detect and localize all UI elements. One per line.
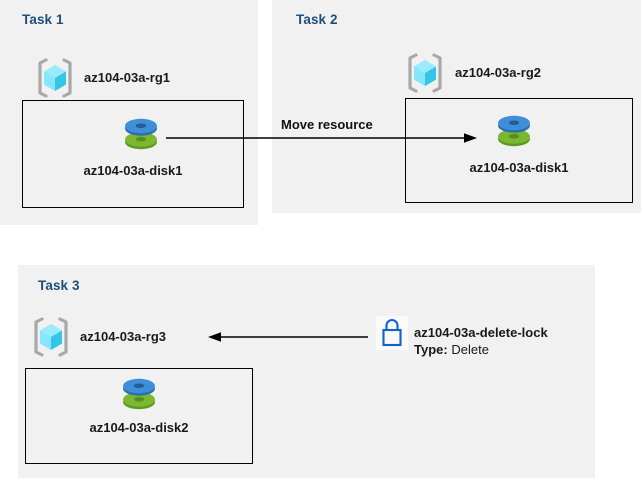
task-3-panel xyxy=(18,265,595,478)
lock-type: Type: Delete xyxy=(414,342,489,357)
move-resource-label: Move resource xyxy=(281,117,373,132)
lock-applies-to-arrow xyxy=(208,329,368,345)
task-1-panel xyxy=(0,0,258,225)
resource-group-icon xyxy=(32,316,70,358)
padlock-icon xyxy=(376,316,408,350)
move-resource-arrow xyxy=(166,130,478,146)
lock-type-value: Delete xyxy=(451,342,489,357)
task-3-resource-box xyxy=(25,368,253,464)
resource-group-icon xyxy=(36,57,74,99)
task-2-resource-name: az104-03a-disk1 xyxy=(469,160,569,175)
managed-disk-icon xyxy=(122,113,160,155)
managed-disk-icon xyxy=(120,373,158,415)
task-2-label: Task 2 xyxy=(296,12,338,27)
managed-disk-icon xyxy=(495,110,533,152)
task-2-resource-box xyxy=(405,98,633,203)
lock-type-label: Type: xyxy=(414,342,448,357)
task-3-resource-name: az104-03a-disk2 xyxy=(89,420,189,435)
task-2-resource-group-name: az104-03a-rg2 xyxy=(455,65,541,80)
task-1-resource-box xyxy=(22,100,244,208)
lock-name: az104-03a-delete-lock xyxy=(414,325,548,340)
resource-group-icon xyxy=(406,52,444,94)
task-1-resource-group-name: az104-03a-rg1 xyxy=(84,70,170,85)
task-3-resource-group-name: az104-03a-rg3 xyxy=(80,329,166,344)
task-1-resource-name: az104-03a-disk1 xyxy=(83,163,183,178)
task-2-panel xyxy=(272,0,641,213)
task-1-label: Task 1 xyxy=(22,12,64,27)
task-3-label: Task 3 xyxy=(38,278,80,293)
